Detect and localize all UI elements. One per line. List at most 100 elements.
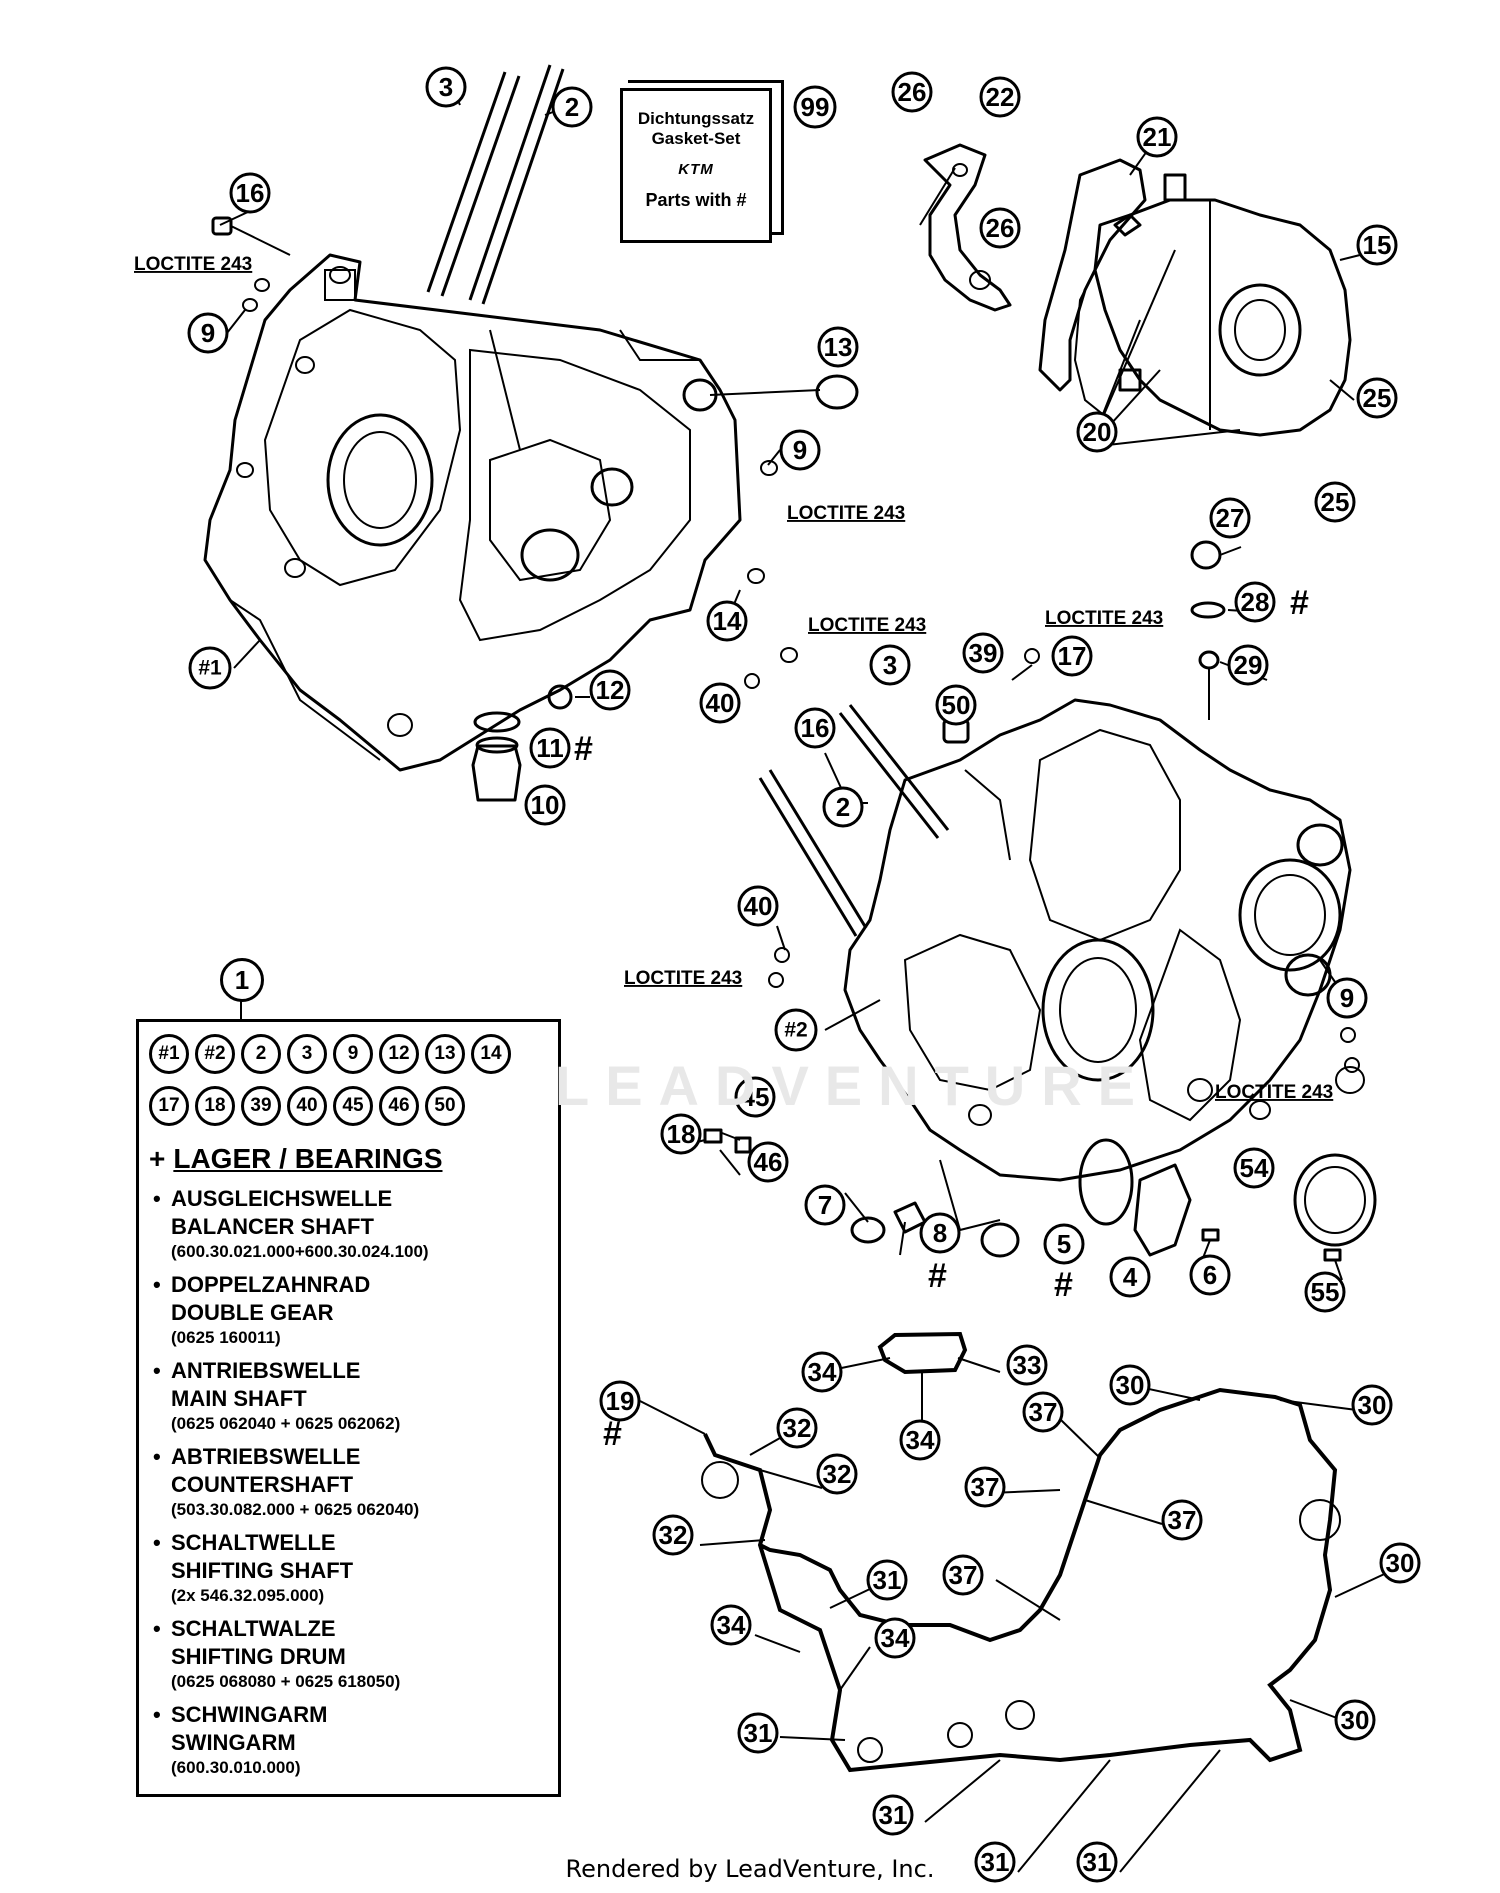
gasket-set-note: Parts with # (645, 190, 747, 210)
legend-ref-callout: 1 (220, 958, 264, 1002)
legend-heading: +LAGER / BEARINGS (149, 1143, 443, 1175)
callout-37: 37 (964, 1466, 1006, 1508)
callout-#2: #2 (774, 1008, 818, 1052)
callout-31: 31 (872, 1794, 914, 1836)
svg-text:11: 11 (536, 733, 564, 763)
cylinder-studs-lower (758, 704, 950, 937)
callout-39: 39 (962, 632, 1004, 674)
callout-34: 34 (801, 1351, 843, 1393)
svg-text:32: 32 (659, 1520, 688, 1550)
list-item: •SCHALTWALZE SHIFTING DRUM (0625 068080 … (153, 1615, 553, 1693)
callouts: 3 2 99 26 22 21 16 26 15 9 13 25 20 9 25… (187, 66, 1421, 1883)
callout-30: 30 (1379, 1542, 1421, 1584)
svg-text:31: 31 (744, 1718, 773, 1748)
svg-text:#: # (603, 1415, 622, 1453)
svg-text:37: 37 (1029, 1397, 1058, 1427)
svg-text:34: 34 (717, 1610, 746, 1640)
svg-text:17: 17 (1058, 641, 1087, 671)
callout-21: 21 (1136, 116, 1178, 158)
callout-31: 31 (974, 1841, 1016, 1883)
svg-text:50: 50 (942, 690, 971, 720)
svg-text:28: 28 (1241, 587, 1270, 617)
callout-30: 30 (1351, 1384, 1393, 1426)
bearing-part-code: (2x 546.32.095.000) (171, 1586, 325, 1605)
svg-text:22: 22 (986, 82, 1015, 112)
callout-33: 33 (1006, 1344, 1048, 1386)
callout-46: 46 (747, 1141, 789, 1183)
callout-28: 28 (1234, 581, 1276, 623)
svg-text:34: 34 (906, 1425, 935, 1455)
callout-99: 99 (793, 85, 837, 129)
svg-text:4: 4 (1123, 1262, 1138, 1292)
svg-text:9: 9 (793, 435, 807, 465)
bearing-name-en: SWINGARM (171, 1730, 296, 1755)
callout-2: 2 (822, 786, 864, 828)
callout-17: 17 (1051, 635, 1093, 677)
svg-text:27: 27 (1216, 503, 1245, 533)
bullet: • (153, 1530, 161, 1555)
svg-text:21: 21 (1143, 122, 1172, 152)
callout-34: 34 (874, 1617, 916, 1659)
svg-text:40: 40 (706, 688, 735, 718)
callout-32: 32 (816, 1453, 858, 1495)
svg-text:#2: #2 (784, 1019, 807, 1042)
callout-26: 26 (979, 207, 1021, 249)
svg-text:34: 34 (808, 1357, 837, 1387)
bearing-name-de: AUSGLEICHSWELLE (171, 1186, 393, 1211)
callout-54: 54 (1233, 1147, 1275, 1189)
callout-37: 37 (942, 1554, 984, 1596)
loctite-label: LOCTITE 243 (134, 254, 252, 275)
upper-right-cover-group (923, 143, 1352, 437)
svg-text:37: 37 (949, 1560, 978, 1590)
svg-text:25: 25 (1321, 487, 1350, 517)
callout-30: 30 (1334, 1699, 1376, 1741)
legend-part-chip: 2 (241, 1034, 281, 1074)
callout-3: 3 (425, 66, 467, 108)
callout-19: 19 (599, 1380, 641, 1422)
svg-text:39: 39 (969, 638, 998, 668)
bullet: • (153, 1616, 161, 1641)
callout-40: 40 (699, 682, 741, 724)
svg-text:9: 9 (201, 318, 215, 348)
svg-text:40: 40 (744, 891, 773, 921)
callout-31: 31 (737, 1712, 779, 1754)
callout-6: 6 (1189, 1254, 1231, 1296)
callout-13: 13 (817, 326, 859, 368)
svg-text:32: 32 (823, 1459, 852, 1489)
callout-26: 26 (891, 71, 933, 113)
callout-2: 2 (551, 86, 593, 128)
svg-text:26: 26 (986, 213, 1015, 243)
callout-14: 14 (706, 600, 748, 642)
callout-31: 31 (1076, 1841, 1118, 1883)
legend-heading-text: LAGER / BEARINGS (173, 1143, 443, 1174)
callout-#1: #1 (188, 646, 232, 690)
legend-part-chip: 3 (287, 1034, 327, 1074)
list-item: •ANTRIEBSWELLE MAIN SHAFT (0625 062040 +… (153, 1357, 553, 1435)
gasket-set-title-en: Gasket-Set (651, 129, 741, 148)
callout-8: 8 (919, 1212, 961, 1254)
svg-text:6: 6 (1203, 1260, 1217, 1290)
bullet: • (153, 1272, 161, 1297)
svg-text:12: 12 (596, 675, 625, 705)
svg-text:20: 20 (1083, 417, 1112, 447)
bearings-legend: #1 #2 2 3 9 12 13 14 17 18 39 40 45 46 5… (136, 1019, 561, 1797)
callout-20: 20 (1076, 411, 1118, 453)
bullet: • (153, 1186, 161, 1211)
legend-part-chip: 14 (471, 1034, 511, 1074)
callout-34: 34 (710, 1604, 752, 1646)
bearing-list: •AUSGLEICHSWELLE BALANCER SHAFT (600.30.… (153, 1185, 553, 1787)
loctite-label: LOCTITE 243 (787, 503, 905, 524)
footer-credit: Rendered by LeadVenture, Inc. (565, 1855, 935, 1883)
callout-16: 16 (229, 172, 271, 214)
bearing-name-de: SCHALTWELLE (171, 1530, 336, 1555)
callout-30: 30 (1109, 1364, 1151, 1406)
svg-text:99: 99 (801, 92, 830, 122)
loctite-labels: LOCTITE 243 LOCTITE 243 LOCTITE 243 LOCT… (134, 254, 1333, 1103)
legend-part-chip: 39 (241, 1086, 281, 1126)
right-crankcase-half (843, 698, 1365, 1258)
svg-text:#1: #1 (198, 657, 222, 680)
callout-37: 37 (1022, 1391, 1064, 1433)
svg-text:33: 33 (1013, 1350, 1042, 1380)
svg-text:30: 30 (1386, 1548, 1415, 1578)
svg-text:3: 3 (883, 650, 897, 680)
